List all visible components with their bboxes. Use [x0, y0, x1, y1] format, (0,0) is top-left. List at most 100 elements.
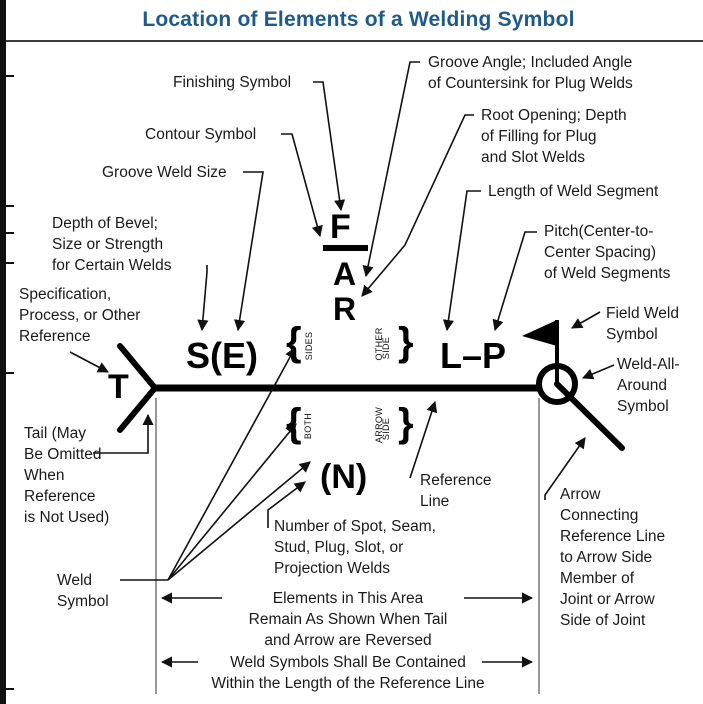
arrow-connecting-leader: [544, 437, 586, 500]
label-line: Be Omitted: [24, 446, 102, 463]
pitch-leader: [492, 231, 537, 332]
label-line: and Arrow are Reversed: [264, 632, 432, 649]
rot-side-upper: SIDE: [381, 336, 391, 360]
label-line: Groove Angle; Included Angle: [428, 54, 633, 71]
label-line: Process, or Other: [19, 307, 141, 324]
label-pitch: Pitch(Center-to- Center Spacing) of Weld…: [544, 221, 670, 284]
label-line: Center Spacing): [544, 244, 657, 261]
label-line: Projection Welds: [274, 560, 391, 577]
label-line: Weld Symbols Shall Be Contained: [230, 654, 466, 671]
symbol-r: R: [333, 291, 357, 327]
label-line: Size or Strength: [52, 236, 164, 253]
label-root-opening: Root Opening; Depth of Filling for Plug …: [481, 105, 627, 168]
label-line: for Certain Welds: [52, 257, 172, 274]
label-weld-symbols-contained: Weld Symbols Shall Be Contained Within t…: [156, 652, 540, 694]
label-line: Tail (May: [24, 425, 87, 442]
rot-sides: SIDES: [304, 331, 314, 361]
label-number-of-spot: Number of Spot, Seam, Stud, Plug, Slot, …: [274, 516, 436, 579]
label-line: Joint or Arrow: [560, 591, 655, 608]
label-contour-symbol: Contour Symbol: [145, 126, 257, 143]
border-tick: [6, 232, 14, 234]
finishing-leader: [313, 81, 346, 212]
specification-leader: [69, 351, 109, 373]
symbol-f: F: [330, 208, 351, 246]
tail-upper: [117, 343, 158, 391]
label-weld-all-around: Weld-All- Around Symbol: [617, 354, 680, 417]
label-line: Weld: [57, 572, 93, 589]
label-tail: Tail (May Be Omitted When Reference is N…: [24, 423, 109, 528]
border-tick: [6, 262, 14, 264]
title-divider: [6, 40, 703, 42]
weld-all-around-leader: [581, 364, 615, 380]
label-line: of Filling for Plug: [481, 128, 597, 145]
border-tick: [6, 688, 14, 690]
label-line: Pitch(Center-to-: [544, 223, 654, 240]
border-tick: [6, 75, 14, 77]
label-reference-line: Reference Line: [420, 470, 492, 512]
label-line: Root Opening; Depth: [481, 107, 627, 124]
label-field-weld: Field Weld Symbol: [606, 303, 679, 345]
label-line: Reference: [420, 472, 492, 489]
brace-both-sides-bottom: {: [286, 401, 302, 445]
symbol-a: A: [333, 256, 357, 292]
field-weld-leader: [571, 311, 601, 329]
label-line: Reference: [24, 488, 96, 505]
diagram-title: Location of Elements of a Welding Symbol: [142, 8, 575, 31]
label-line: Arrow: [560, 486, 601, 503]
weld-symbol-leader-3: [167, 461, 311, 581]
label-line: Around: [617, 377, 667, 394]
label-line: Member of: [560, 570, 635, 587]
label-line: Reference Line: [560, 528, 666, 545]
symbol-t: T: [108, 368, 129, 406]
label-weld-symbol: Weld Symbol: [57, 570, 109, 612]
label-line: Reference: [19, 328, 91, 345]
reference-line-leader: [409, 400, 438, 479]
label-finishing-symbol: Finishing Symbol: [173, 74, 292, 91]
root-opening-leader: [361, 114, 474, 297]
number-leader: [267, 481, 306, 528]
weld-symbol-leader-1: [167, 347, 296, 581]
groove-angle-leader: [362, 61, 420, 278]
symbol-s-e: S(E): [186, 335, 258, 376]
label-groove-angle: Groove Angle; Included Angle of Counters…: [428, 52, 633, 94]
label-line: Symbol: [617, 398, 669, 415]
brace-arrow-side: }: [398, 401, 414, 445]
border-tick: [6, 205, 14, 207]
label-depth-of-bevel: Depth of Bevel; Size or Strength for Cer…: [52, 213, 171, 276]
label-line: Connecting: [560, 507, 639, 524]
arrow-line: [554, 381, 625, 451]
brace-both-sides-top: {: [286, 320, 302, 364]
label-line: Symbol: [606, 326, 658, 343]
rot-both: BOTH: [303, 412, 313, 440]
field-weld-flag: [522, 320, 557, 346]
tail-leader: [93, 413, 154, 454]
label-line: Symbol: [57, 593, 109, 610]
label-line: is Not Used): [24, 509, 110, 526]
label-groove-weld-size: Groove Weld Size: [102, 164, 227, 181]
label-line: Stud, Plug, Slot, or: [274, 539, 404, 556]
label-line: of Countersink for Plug Welds: [428, 75, 633, 92]
contour-leader: [281, 133, 323, 238]
label-line: Within the Length of the Reference Line: [211, 675, 485, 692]
weld-symbol-leader-2: [167, 423, 297, 581]
label-line: Weld-All-: [617, 356, 680, 373]
left-border: [0, 0, 6, 704]
label-length-of-weld-segment: Length of Weld Segment: [488, 183, 659, 200]
label-line: Remain As Shown When Tail: [248, 611, 448, 628]
label-specification: Specification, Process, or Other Referen…: [19, 284, 140, 347]
brace-other-side: }: [398, 320, 414, 364]
label-line: Specification,: [19, 286, 112, 303]
label-line: Depth of Bevel;: [52, 215, 158, 232]
bevel-leader: [197, 265, 209, 332]
label-line: and Slot Welds: [481, 149, 585, 166]
label-line: Side of Joint: [560, 612, 646, 629]
tail-lower: [117, 385, 158, 433]
label-line: Field Weld: [606, 305, 679, 322]
label-line: When: [24, 467, 65, 484]
symbol-l-p: L–P: [440, 335, 507, 376]
label-line: Line: [420, 493, 450, 510]
label-line: Number of Spot, Seam,: [274, 518, 436, 535]
label-arrow-connecting: Arrow Connecting Reference Line to Arrow…: [560, 484, 665, 631]
